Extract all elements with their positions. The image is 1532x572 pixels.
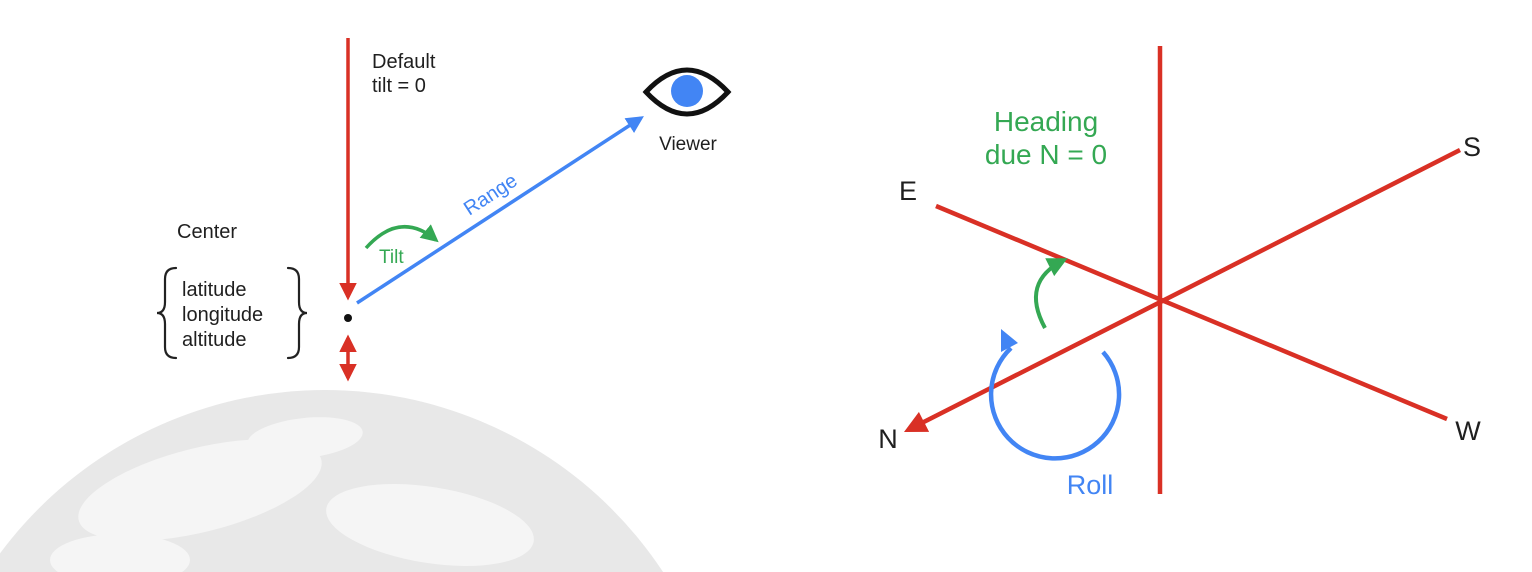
left-brace <box>156 266 178 360</box>
coordinate-altitude: altitude <box>182 329 247 351</box>
roll-arrowhead <box>1001 329 1018 352</box>
axis-label-south: S <box>1463 132 1481 162</box>
east-west-axis-line <box>935 203 1448 422</box>
tilt-arc-arrow <box>364 224 439 250</box>
axis-label-west: W <box>1455 416 1481 446</box>
coordinate-latitude: latitude <box>182 279 247 301</box>
globe-continent <box>326 484 534 566</box>
tilt-label: Tilt <box>379 247 404 268</box>
eye-pupil <box>671 75 703 107</box>
heading-label-line1: Heading <box>994 106 1098 137</box>
coordinate-longitude: longitude <box>182 304 263 326</box>
axis-label-north: N <box>878 424 898 454</box>
globe-continent <box>78 439 322 541</box>
left-panel: Default tilt = 0 Range Tilt Viewer Cente… <box>0 38 732 572</box>
right-brace <box>286 266 308 360</box>
roll-label: Roll <box>1067 470 1114 500</box>
roll-arc <box>988 346 1122 461</box>
center-point-dot <box>344 314 352 322</box>
heading-arc-arrow <box>1034 258 1068 329</box>
range-line <box>356 116 644 305</box>
globe-continent <box>247 417 363 459</box>
default-tilt-label-line2: tilt = 0 <box>372 75 426 97</box>
viewer-eye-icon <box>642 67 732 117</box>
north-south-axis-line <box>903 147 1462 433</box>
heading-label-line2: due N = 0 <box>985 139 1107 170</box>
viewer-label: Viewer <box>659 134 717 155</box>
default-tilt-label-line1: Default <box>372 51 436 73</box>
globe-continent <box>50 534 190 572</box>
center-label: Center <box>177 221 237 243</box>
axis-label-east: E <box>899 176 917 206</box>
globe-illustration <box>0 390 663 572</box>
range-label: Range <box>460 170 521 221</box>
right-panel: E S N W Heading due N = 0 Roll <box>878 46 1481 500</box>
coordinates-group: latitude longitude altitude <box>156 266 308 360</box>
